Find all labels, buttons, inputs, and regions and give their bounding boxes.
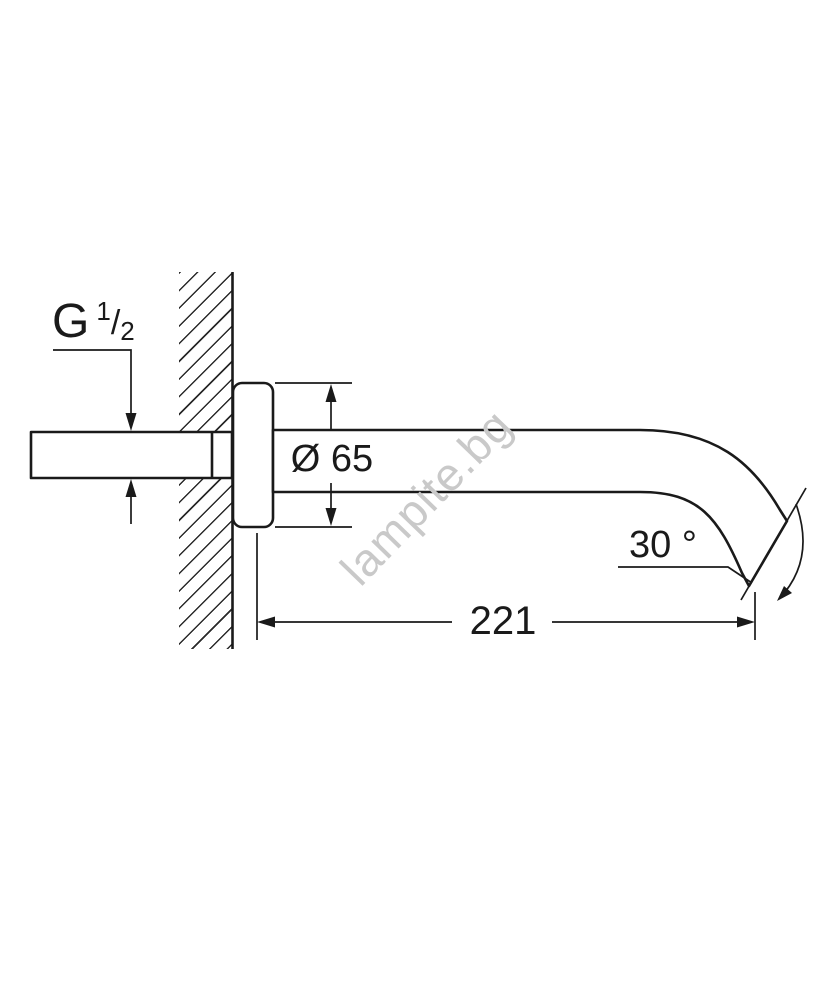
diameter-dimension <box>275 382 352 528</box>
length-arrow-right-icon <box>737 616 755 628</box>
wall-flange <box>231 381 275 529</box>
length-arrow-left-icon <box>257 616 275 628</box>
diameter-arrow-down-icon <box>325 508 337 526</box>
thread-arrow-down-icon <box>125 413 137 431</box>
angle-arc-arrow-icon <box>777 586 792 601</box>
angle-dimension-label: 30 ° <box>628 524 698 566</box>
thread-size-label: G 1 / 2 <box>52 298 135 346</box>
inlet-pipe <box>29 430 234 480</box>
thread-size-fraction: 1 / 2 <box>96 298 134 344</box>
length-dimension-label: 221 <box>469 599 537 643</box>
angle-leader-line <box>618 566 753 584</box>
diameter-dimension-label: Ø 65 <box>290 438 374 480</box>
thread-dimension <box>53 349 137 524</box>
thread-size-numerator: 1 <box>96 296 111 326</box>
angle-reference-line <box>740 487 807 601</box>
length-dimension <box>256 533 756 640</box>
thread-size-base: G <box>52 295 90 348</box>
thread-size-denominator: 2 <box>120 316 135 346</box>
thread-arrow-up-icon <box>125 479 137 497</box>
thread-size-slash: / <box>110 304 121 342</box>
diameter-arrow-up-icon <box>325 384 337 402</box>
angle-dimension <box>618 487 807 601</box>
thread-leader-line <box>53 349 132 413</box>
